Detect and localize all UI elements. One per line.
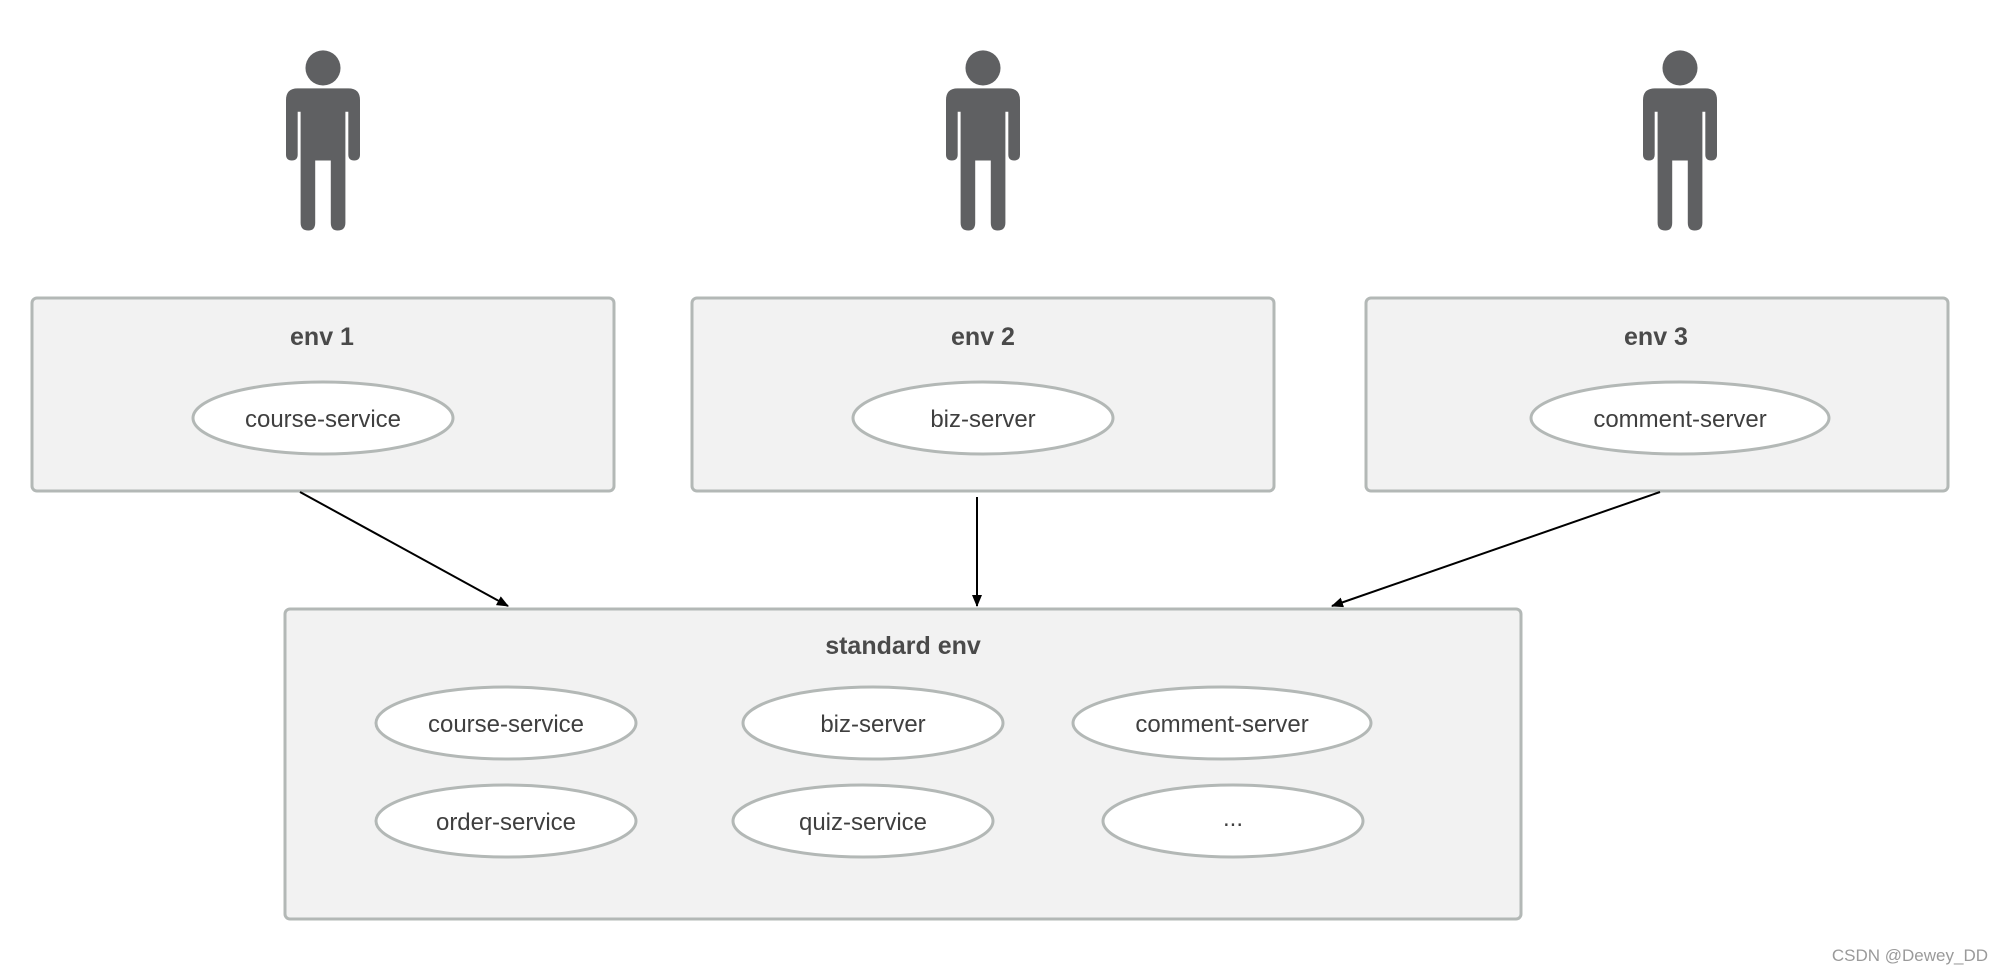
standard-service-label: biz-server [820,711,925,738]
standard-service-label: course-service [428,711,584,738]
service-node [1101,783,1365,859]
standard-service-label: comment-server [1135,711,1308,738]
service-node [374,783,638,859]
arrows [299,491,1661,608]
standard-service-label: ... [1223,805,1243,832]
person-icon [1643,50,1717,231]
standard-env-title: standard env [825,632,981,660]
env-2-box: env 2 biz-server [690,296,1276,493]
watermark: CSDN @Dewey_DD [1831,946,1988,965]
service-node [1529,380,1831,456]
env-2-service-label: biz-server [930,406,1035,433]
arrow-env1-to-standard [299,491,509,607]
standard-service-label: quiz-service [799,809,927,836]
env-1-service-label: course-service [245,406,401,433]
service-node [191,380,455,456]
service-node [741,685,1005,761]
env-3-box: env 3 comment-server [1364,296,1950,493]
env-3-service-label: comment-server [1593,406,1766,433]
env-2-title: env 2 [951,323,1015,351]
service-node [1071,685,1373,761]
person-icon [946,50,1020,231]
user-1 [286,50,360,231]
service-node [851,380,1115,456]
env-3-title: env 3 [1624,323,1688,351]
env-1-box: env 1 course-service [30,296,616,493]
arrow-env3-to-standard [1331,491,1661,608]
person-icon [286,50,360,231]
standard-service-label: order-service [436,809,576,836]
user-2 [946,50,1020,231]
service-node [731,783,995,859]
user-3 [1643,50,1717,231]
service-node [374,685,638,761]
env-1-title: env 1 [290,323,354,351]
standard-env-box: standard env course-service biz-server c… [283,607,1523,921]
